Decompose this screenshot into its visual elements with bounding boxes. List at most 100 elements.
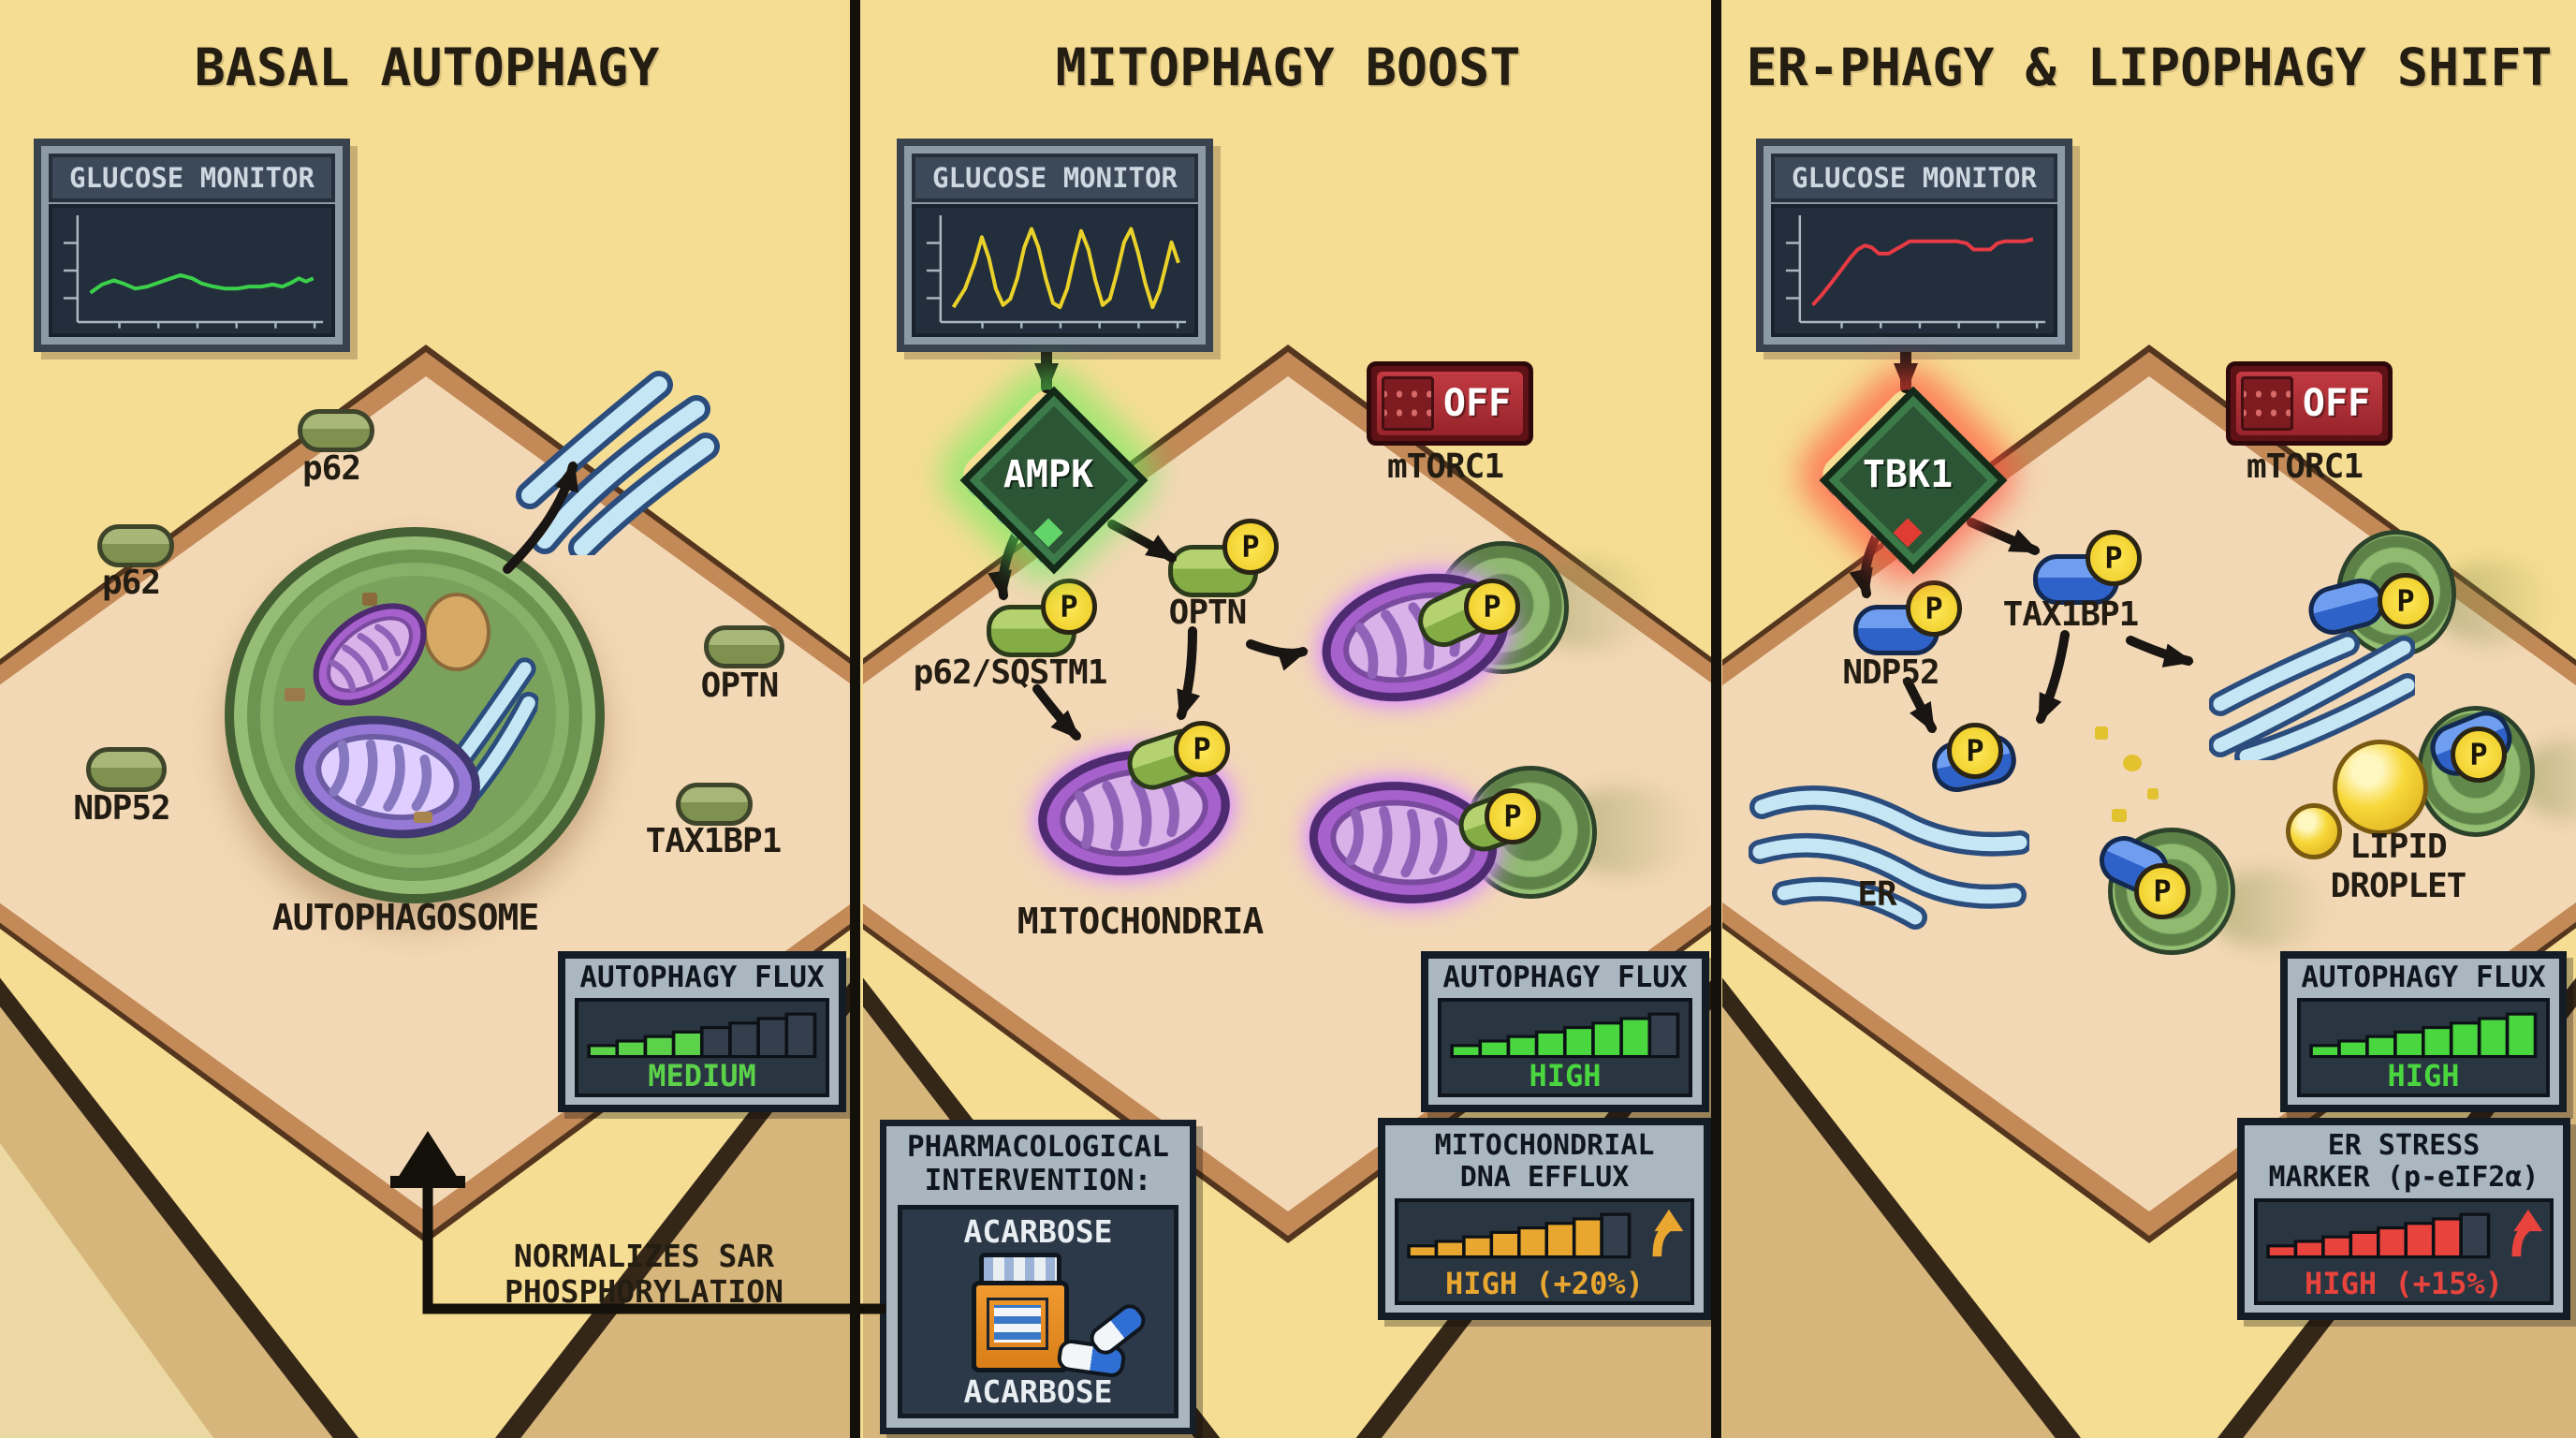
glucose-monitor: GLUCOSE MONITOR (34, 139, 350, 352)
flux-level: HIGH (2387, 1058, 2460, 1093)
switch-slider (2241, 376, 2293, 431)
dna-efflux-screen: HIGH (+20%) (1395, 1198, 1694, 1305)
flux-gauge (1450, 1012, 1680, 1059)
glucose-monitor-title: GLUCOSE MONITOR (912, 154, 1198, 202)
lipid-droplet-label: LIPID (2349, 828, 2447, 866)
phospho-badge: P (1222, 519, 1279, 575)
tbk1-label: TBK1 (1862, 453, 1954, 496)
pharma-screen: ACARBOSE ACARBOSE (898, 1205, 1178, 1418)
cargo-speck (362, 593, 377, 606)
glucose-monitor-screen (912, 204, 1198, 337)
page-title: BASAL AUTOPHAGY (194, 37, 660, 97)
mtorc1-switch: OFF (1367, 361, 1533, 446)
phospho-badge: P (2378, 573, 2434, 629)
er-stress-box: ER STRESS MARKER (p-eIF2α) HIGH (+15%) (2237, 1118, 2570, 1320)
cargo-speck (414, 812, 432, 823)
autophagy-flux-title: AUTOPHAGY FLUX (1442, 961, 1688, 994)
dna-efflux-box: MITOCHONDRIAL DNA EFFLUX HIGH (+20%) (1378, 1118, 1711, 1320)
p62-sqstm1-label: p62/SQSTM1 (913, 653, 1108, 692)
p62-capsule (97, 524, 174, 567)
autophagy-flux-screen: HIGH (1438, 998, 1692, 1097)
phospho-badge: P (2134, 863, 2190, 919)
panel-basal-autophagy: BASAL AUTOPHAGY GLUCOSE MONITOR (0, 0, 854, 1438)
up-arrow-icon (2511, 1209, 2543, 1257)
phospho-badge: P (1464, 579, 1520, 635)
flux-gauge (587, 1012, 817, 1059)
bottle-label (987, 1298, 1048, 1350)
er-fragment-icon (2209, 632, 2415, 760)
tax1bp1-label: TAX1BP1 (645, 822, 783, 860)
dna-efflux-gauge (1407, 1212, 1632, 1259)
autophagosome-interior (273, 576, 556, 855)
pharma-header: PHARMACOLOGICAL (907, 1130, 1169, 1164)
autophagosome-label: AUTOPHAGOSOME (271, 897, 539, 938)
p62-label: p62 (101, 564, 161, 602)
fragment-speck (2095, 726, 2108, 740)
autophagy-flux-box: AUTOPHAGY FLUX HIGH (2280, 951, 2567, 1112)
autophagy-flux-title: AUTOPHAGY FLUX (579, 961, 825, 994)
lipid-droplet-icon (2333, 740, 2428, 835)
tbk1-chip: TBK1 (1819, 386, 2008, 575)
switch-off-label: OFF (2302, 382, 2371, 425)
autophagy-flux-screen: HIGH (2297, 998, 2550, 1097)
ampk-chip: AMPK (959, 386, 1149, 575)
pharmacological-intervention-box: PHARMACOLOGICAL INTERVENTION: ACARBOSE A… (880, 1120, 1196, 1434)
fragment-speck (2147, 788, 2159, 800)
up-arrow-icon (1652, 1209, 1684, 1257)
note-text: NORMALIZES SAR (513, 1238, 775, 1274)
glucose-chart (1775, 208, 2054, 333)
p62-label: p62 (301, 449, 361, 488)
phospho-badge: P (1485, 788, 1541, 844)
mtorc1-switch: OFF (2226, 361, 2393, 446)
phospho-badge: P (1174, 721, 1230, 777)
tax1bp1-capsule (676, 783, 753, 826)
glucose-monitor-title: GLUCOSE MONITOR (1771, 154, 2057, 202)
ampk-label: AMPK (1003, 453, 1094, 496)
phospho-badge: P (2086, 530, 2142, 586)
autophagosome (225, 527, 605, 903)
glucose-monitor: GLUCOSE MONITOR (897, 139, 1213, 352)
er-icon (1749, 785, 2029, 930)
glucose-monitor-screen (1771, 204, 2057, 337)
panel-divider (1711, 0, 1721, 1438)
fragment-speck (2123, 755, 2142, 771)
glucose-monitor: GLUCOSE MONITOR (1756, 139, 2072, 352)
phospho-badge: P (1041, 579, 1097, 635)
phospho-badge: P (2451, 726, 2507, 783)
optn-label: OPTN (700, 667, 780, 705)
er-icon (516, 371, 720, 555)
flux-level: MEDIUM (648, 1058, 756, 1093)
glucose-chart (52, 208, 331, 333)
pill-bottle-icon (968, 1253, 1069, 1372)
drug-name: ACARBOSE (963, 1213, 1113, 1250)
autophagy-flux-screen: MEDIUM (575, 998, 829, 1097)
glucose-monitor-title: GLUCOSE MONITOR (49, 154, 335, 202)
mtorc1-label: mTORC1 (1386, 448, 1504, 486)
mtorc1-label: mTORC1 (2246, 448, 2364, 486)
dna-efflux-title2: DNA EFFLUX (1459, 1161, 1630, 1194)
autophagy-flux-title: AUTOPHAGY FLUX (2301, 961, 2546, 994)
panel-mitophagy-boost: MITOPHAGY BOOST GLUCOSE MONITOR (863, 0, 1713, 1438)
switch-face: OFF (1377, 372, 1523, 435)
autophagy-flux-box: AUTOPHAGY FLUX HIGH (1421, 951, 1709, 1112)
p62-capsule (298, 409, 374, 452)
switch-off-label: OFF (1442, 382, 1512, 425)
pharma-header2: INTERVENTION: (924, 1164, 1152, 1197)
ndp52-label: NDP52 (73, 789, 170, 828)
er-stress-screen: HIGH (+15%) (2254, 1198, 2554, 1305)
page-title: MITOPHAGY BOOST (1055, 37, 1521, 97)
page-title: ER-PHAGY & LIPOPHAGY SHIFT (1746, 37, 2553, 97)
er-stress-gauge (2266, 1212, 2491, 1259)
phospho-badge: P (1906, 580, 1962, 637)
dna-efflux-level: HIGH (+20%) (1445, 1266, 1644, 1301)
tax1bp1-label: TAX1BP1 (2002, 595, 2140, 634)
cargo-speck (285, 688, 305, 701)
er-stress-title: ER STRESS (2327, 1129, 2481, 1162)
mitochondria-label: MITOCHONDRIA (1017, 901, 1265, 942)
flux-level: HIGH (1529, 1058, 1602, 1093)
er-stress-title2: MARKER (p-eIF2α) (2268, 1161, 2539, 1194)
switch-face: OFF (2236, 372, 2382, 435)
panel-erphagy-lipophagy: ER-PHAGY & LIPOPHAGY SHIFT GLUCOSE MONIT… (1722, 0, 2576, 1438)
er-label: ER (1857, 875, 1896, 914)
